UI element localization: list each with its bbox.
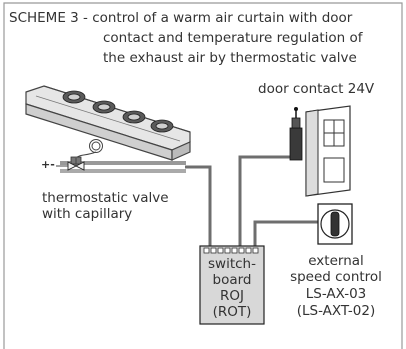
door-contact-label: door contact 24V — [258, 81, 375, 97]
switchboard-label-line3: ROJ — [220, 288, 244, 304]
valve-label-line2: with capillary — [42, 206, 133, 222]
door-contact-device — [289, 105, 351, 197]
diagram-frame — [3, 2, 403, 349]
wire-speed-control — [253, 220, 318, 246]
wire-door-contact — [238, 155, 290, 246]
switchboard-box — [199, 245, 265, 325]
switchboard-label-line1: switch- — [208, 256, 256, 272]
speed-knob-icon — [330, 211, 340, 237]
wire-valve — [185, 165, 212, 246]
speed-control-label-line3: LS-AX-03 — [305, 286, 367, 302]
thermostatic-valve-icon — [56, 156, 85, 171]
contact-switch-icon — [289, 127, 303, 161]
capillary-coil — [75, 139, 103, 159]
scheme-title-line2: contact and temperature regulation of — [103, 30, 363, 46]
scheme-title-line3: the exhaust air by thermostatic valve — [103, 50, 357, 66]
speed-control-label-line1: external — [308, 253, 364, 269]
plus-minus-symbol: +- — [41, 158, 55, 171]
switchboard-label-line2: board — [212, 272, 252, 288]
speed-control-label-line2: speed control — [290, 269, 382, 285]
speed-control-label-line4: (LS-AXT-02) — [296, 303, 376, 319]
fan-outlets — [62, 90, 174, 133]
valve-label-line1: thermostatic valve — [42, 190, 169, 206]
speed-control-device — [317, 203, 353, 245]
terminal-strip — [203, 247, 259, 254]
switchboard-label-line4: (ROT) — [212, 304, 252, 320]
wiring — [185, 155, 318, 246]
scheme-title-line1: SCHEME 3 - control of a warm air curtain… — [9, 10, 353, 26]
air-curtain-unit — [25, 85, 191, 173]
